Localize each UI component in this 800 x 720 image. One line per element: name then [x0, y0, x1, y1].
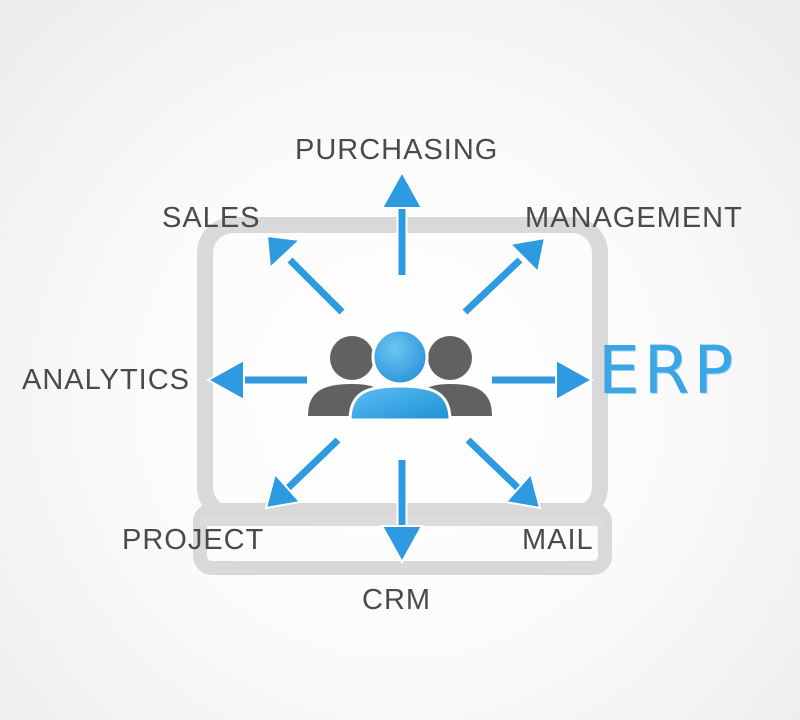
people-group-icon: [308, 328, 492, 422]
module-label-management: MANAGEMENT: [525, 202, 743, 234]
arrow-to-sales: [265, 234, 346, 316]
arrow-to-mail: [464, 436, 542, 510]
arrow-to-erp: [492, 358, 595, 402]
arrow-to-management: [461, 236, 547, 316]
module-label-mail: MAIL: [522, 524, 594, 556]
arrows: [205, 169, 595, 565]
arrow-to-analytics: [205, 358, 307, 402]
arrow-to-project: [264, 436, 342, 510]
erp-title: ERP: [598, 332, 738, 409]
arrow-to-purchasing: [380, 169, 424, 275]
arrow-to-crm: [380, 460, 424, 565]
module-label-project: PROJECT: [122, 524, 265, 556]
module-label-analytics: ANALYTICS: [22, 364, 191, 396]
module-label-purchasing: PURCHASING: [295, 134, 499, 166]
module-label-sales: SALES: [162, 202, 261, 234]
module-label-crm: CRM: [362, 584, 432, 616]
